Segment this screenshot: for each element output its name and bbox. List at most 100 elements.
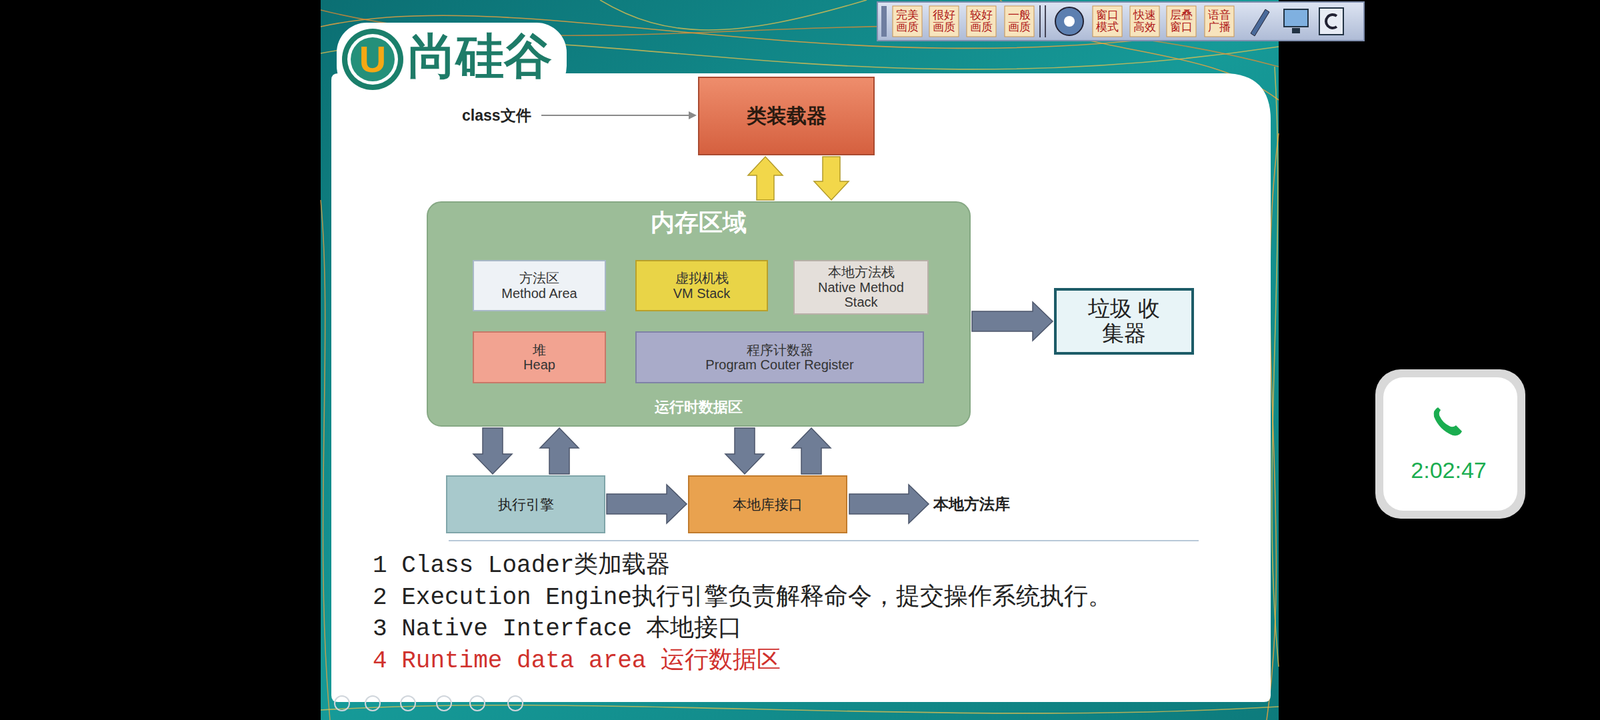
output-label: 本地方法库 [933,495,1010,513]
input-label: class文件 [462,106,532,124]
box-label: 本地方法栈 [828,264,895,280]
pen-icon [1250,9,1270,36]
box-label: 虚拟机栈 [675,270,729,286]
toolbar-bar [877,2,1364,41]
call-widget [1375,369,1526,519]
nav-icon [365,696,380,711]
logo-ring [342,28,404,90]
input-arrow-head [688,111,697,120]
toolbar-button-text: 快速 高效 [1132,9,1157,34]
box-label: Heap [523,357,556,372]
toolbar-separator [1044,5,1046,38]
box-label: 堆 [532,342,546,358]
call-timer: 2:02:47 [1410,457,1486,484]
toolbar-button [1166,6,1196,37]
box-label: 方法区 [519,270,560,286]
toolbar-button-text: 完美 画质 [895,9,920,34]
box-label: 程序计数器 [746,342,814,358]
pattern-curve [1272,66,1279,667]
toolbar-button-text: 较好 画质 [969,9,994,34]
box-label: Method Area [501,286,577,301]
region-caption: 运行时数据区 [654,399,743,416]
memory-area-box: 程序计数器Program Couter Register [635,331,924,384]
slide-pattern [320,0,1279,720]
content-panel [331,73,1271,702]
process-box: 垃圾 收集器 [1054,288,1194,355]
toolbar-button-text: 窗口 模式 [1095,9,1120,34]
box-label: VM Stack [673,286,731,301]
flow-arrow [725,428,764,474]
input-arrow-line [541,114,691,116]
disc-icon-hole [1064,16,1075,27]
box-label: 本地库接口 [732,496,803,513]
nav-icon [400,696,416,711]
process-box: 本地库接口 [688,475,848,534]
c-icon [1319,8,1344,35]
slide-nav-icons [334,696,523,711]
pattern-curve [320,200,330,720]
call-widget-face [1383,377,1518,511]
flow-arrow [540,428,579,474]
box-label: 执行引擎 [498,496,554,513]
nav-icon [470,696,485,711]
box-label: Program Couter Register [705,357,854,372]
flow-arrow [972,302,1053,341]
pattern-curve [600,0,867,30]
logo-tab [336,22,567,96]
memory-area-box: 方法区Method Area [472,260,606,312]
region-title: 内存区域 [650,209,747,236]
toolbar-button [1204,6,1234,37]
flow-arrow [748,156,783,200]
nav-icon [436,696,452,711]
box-label: Native Method Stack [800,280,922,310]
toolbar-button [892,6,922,37]
call-widget-frame [1375,369,1526,519]
toolbar-grip [881,6,887,37]
nav-icon [508,696,523,711]
memory-area-box: 虚拟机栈VM Stack [635,260,768,312]
box-label: 垃圾 收集器 [1084,296,1164,346]
toolbar-separator [1039,5,1041,38]
note-line: 3 Native Interface 本地接口 [372,615,742,643]
nav-icon [334,696,350,711]
logo-ring-inner [347,34,398,85]
flow-arrow [473,428,512,474]
memory-area-box: 堆Heap [472,331,606,384]
toolbar-button [966,6,996,37]
divider-line [448,540,1199,542]
monitor-stand [1292,28,1300,34]
player-toolbar [877,2,1364,41]
logo-text: 尚硅谷 [408,28,552,84]
phone-icon [1434,407,1462,436]
toolbar-button-text: 一般 画质 [1007,9,1032,34]
flow-arrow [814,156,849,200]
note-line: 2 Execution Engine执行引擎负责解释命令，提交操作系统执行。 [372,584,1112,612]
monitor-icon [1284,9,1308,27]
process-box: 执行引擎 [446,475,606,534]
box-label: 类装载器 [746,104,827,128]
memory-area-box: 本地方法栈Native Method Stack [793,260,929,315]
slide-ground [320,0,1279,720]
toolbar-button-text: 很好 画质 [932,9,956,34]
flow-arrow [606,484,687,524]
toolbar-button-text: 语音 广播 [1207,9,1232,34]
toolbar-button [1130,6,1160,37]
toolbar-button [929,6,959,37]
c-icon-mark [1326,14,1337,28]
logo-disc [350,37,395,82]
process-box: 类装载器 [698,76,875,156]
note-line: 4 Runtime data area 运行数据区 [372,647,781,675]
toolbar-button [1004,6,1034,37]
output-arrow [849,484,929,524]
disc-icon [1055,7,1084,36]
pattern-curve [320,705,1279,714]
region-box: 内存区域运行时数据区 方法区Method Area 虚拟机栈VM Stack 本地方法… [426,201,971,427]
flow-arrow [792,428,831,474]
toolbar-button [1092,6,1122,37]
logo-letter: U [359,38,386,81]
note-line: 1 Class Loader类加载器 [372,552,670,580]
